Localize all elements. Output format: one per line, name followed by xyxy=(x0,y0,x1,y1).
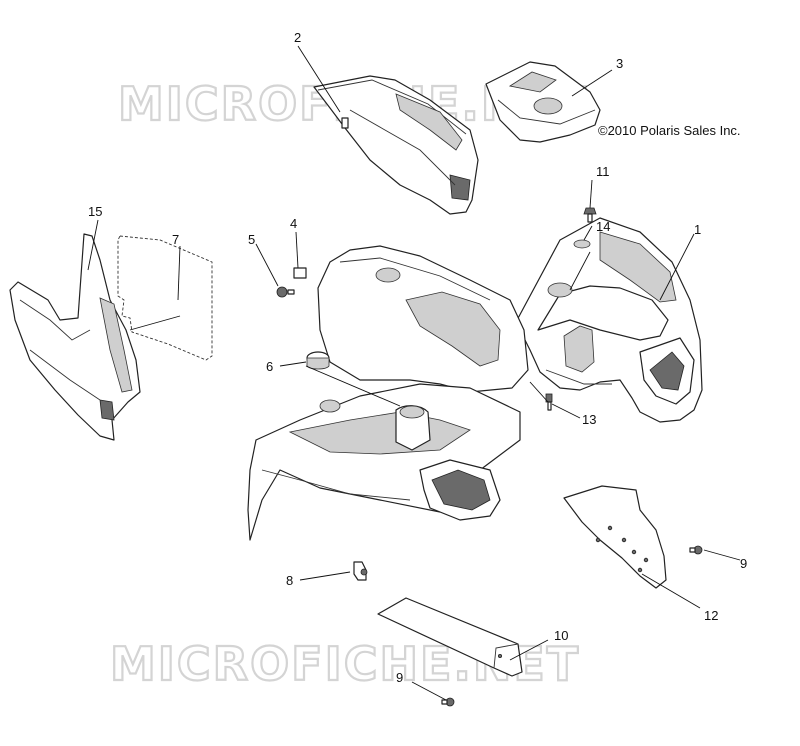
leader-lines xyxy=(87,45,741,701)
callout-14: 14 xyxy=(596,219,610,234)
callout-7: 7 xyxy=(172,232,179,247)
part-13-screw[interactable] xyxy=(545,393,553,411)
callout-8: 8 xyxy=(286,573,293,588)
part-2-panel[interactable] xyxy=(313,75,479,215)
callout-15: 15 xyxy=(88,204,102,219)
front-fender-assembly[interactable] xyxy=(247,245,529,541)
part-3-cover[interactable] xyxy=(485,61,601,143)
part-9-screw-bottom[interactable] xyxy=(441,697,455,707)
callout-6: 6 xyxy=(266,359,273,374)
callout-4: 4 xyxy=(290,216,297,231)
part-15-side-panel[interactable] xyxy=(9,233,141,441)
callout-1: 1 xyxy=(694,222,701,237)
copyright-text: ©2010 Polaris Sales Inc. xyxy=(598,123,741,138)
callout-9-right: 9 xyxy=(740,556,747,571)
part-12-bracket[interactable] xyxy=(563,485,667,589)
callout-9-bottom: 9 xyxy=(396,670,403,685)
part-5-fastener[interactable] xyxy=(276,286,295,298)
callout-5: 5 xyxy=(248,232,255,247)
callout-10: 10 xyxy=(554,628,568,643)
callout-2: 2 xyxy=(294,30,301,45)
part-9-screw-right[interactable] xyxy=(689,545,703,555)
part-11-screw[interactable] xyxy=(583,207,597,223)
part-7-decal[interactable] xyxy=(117,235,213,361)
part-8-fastener[interactable] xyxy=(353,561,368,581)
callout-12: 12 xyxy=(704,608,718,623)
part-1-rear-fender[interactable] xyxy=(515,217,703,423)
callout-3: 3 xyxy=(616,56,623,71)
callout-13: 13 xyxy=(582,412,596,427)
callouts: 2 3 11 15 7 4 5 14 1 6 13 8 9 12 10 9 xyxy=(88,30,747,685)
part-6-plug[interactable] xyxy=(306,351,330,370)
part-4-clip[interactable] xyxy=(293,267,307,279)
part-14-washer[interactable] xyxy=(573,239,591,249)
callout-11: 11 xyxy=(596,164,610,179)
part-10-plate[interactable] xyxy=(377,597,523,677)
